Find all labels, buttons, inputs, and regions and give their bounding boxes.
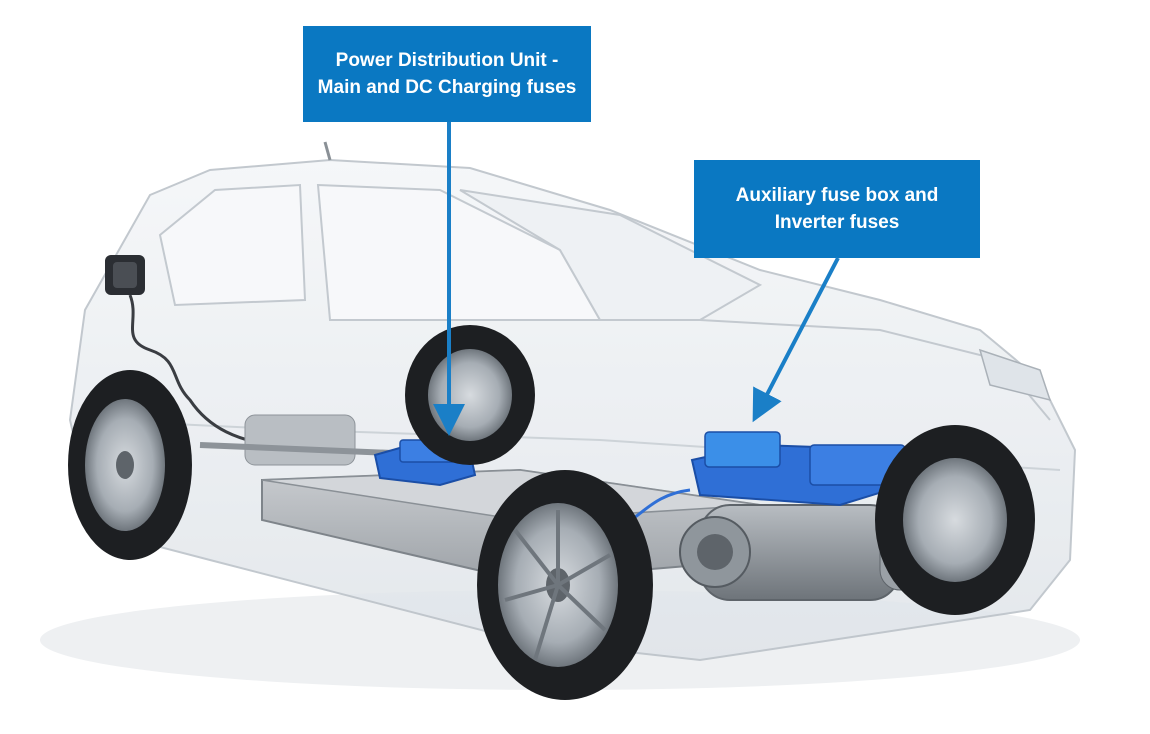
aux-box-icon [619,431,906,527]
callout-aux-line1: Auxiliary fuse box and [735,185,939,206]
wheel-rear-near [68,370,192,560]
wheel-rear-far [405,325,535,465]
wheel-front-far [875,425,1035,615]
callout-aux-box [694,160,980,258]
window-rear [158,183,307,307]
headlight [978,348,1052,402]
callout-pdu-box [303,26,591,122]
charging-port-icon [105,255,271,447]
arrow-aux [752,257,840,423]
wheel-front-near [477,470,653,700]
callout-pdu-line1: Power Distribution Unit - [335,50,559,71]
callout-aux-line2: Inverter fuses [774,212,900,233]
callout-aux: Auxiliary fuse box and Inverter fuses [694,160,980,258]
callout-pdu: Power Distribution Unit - Main and DC Ch… [303,26,591,122]
callout-pdu-line2: Main and DC Charging fuses [317,77,577,98]
antenna [323,141,332,161]
